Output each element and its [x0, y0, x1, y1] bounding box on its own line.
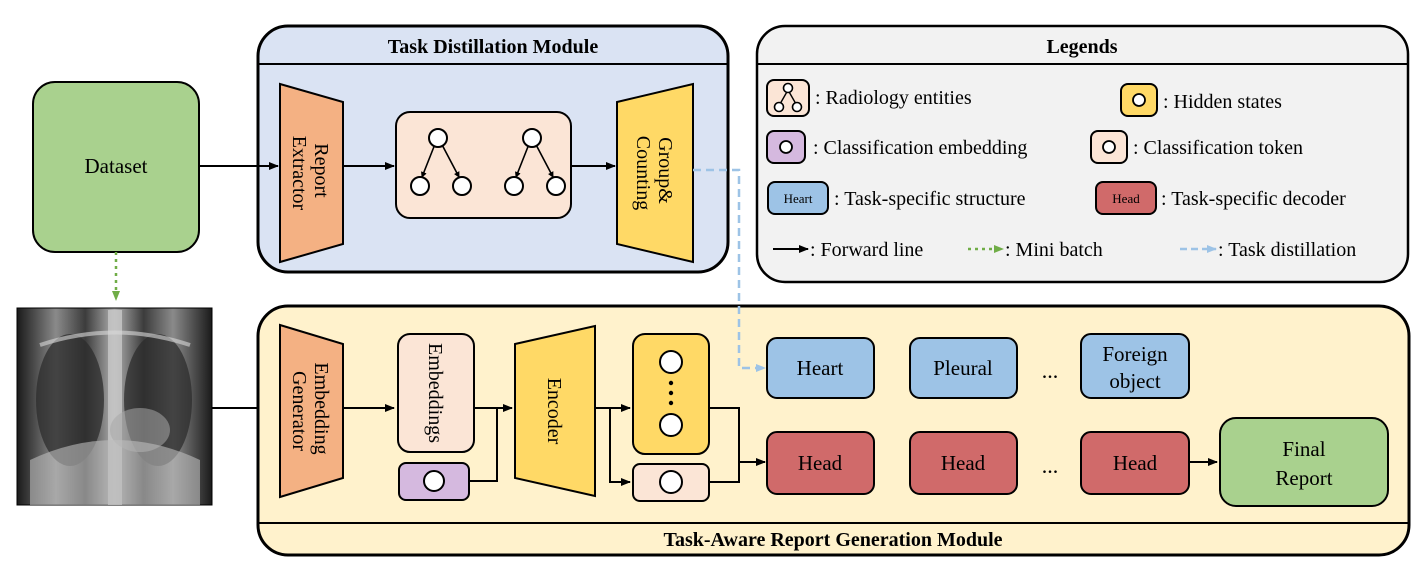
task-distillation-module: Task Distillation Module Report Extracto… [256, 24, 730, 274]
task-distillation-line [693, 168, 766, 372]
structure-pleural-label: Pleural [933, 356, 993, 380]
structure-foreign-object-line2: object [1109, 369, 1160, 393]
task-head-3: Head [1080, 431, 1190, 495]
embeddings-label: Embeddings [424, 343, 446, 443]
circle-token-icon [659, 470, 683, 494]
legend-cls-embedding-label: : Classification embedding [813, 137, 1027, 159]
head-ellipsis: ... [1042, 453, 1059, 478]
legend-distill-label: : Task distillation [1218, 239, 1356, 261]
legend-cls-token-label: : Classification token [1133, 137, 1303, 159]
task-head-1-label: Head [798, 451, 843, 475]
embedding-generator-line2: Generator [288, 371, 310, 451]
structure-foreign-object: Foreign object [1080, 333, 1190, 399]
report-extractor: Report Extractor [279, 82, 344, 264]
legend-hidden-icon [1120, 83, 1158, 117]
embedding-generator-line1: Embedding [310, 362, 332, 454]
radiology-entities-box [395, 111, 572, 219]
embeddings-box: Embeddings [397, 333, 475, 453]
final-report-line1: Final [1282, 437, 1325, 461]
legend-structure-label: : Task-specific structure [834, 188, 1026, 210]
legend-structure-icon: Heart [767, 181, 829, 215]
dataset-box: Dataset [32, 81, 200, 253]
task-head-3-label: Head [1113, 451, 1158, 475]
tree-icon [504, 128, 566, 196]
task-head-1: Head [766, 431, 875, 495]
svg-text:Report Extractor: Report Extractor [288, 136, 332, 211]
structure-heart: Heart [766, 337, 875, 399]
structure-pleural: Pleural [909, 337, 1018, 399]
group-counting-line2: Counting [632, 136, 654, 210]
legend-structure-icon-label: Heart [784, 191, 813, 206]
task-head-2: Head [909, 431, 1018, 495]
encoder: Encoder [514, 324, 596, 498]
distillation-module-title: Task Distillation Module [388, 36, 599, 58]
report-extractor-line2: Extractor [288, 136, 310, 211]
hidden-states-box [632, 333, 710, 455]
legend-hidden-label: : Hidden states [1163, 91, 1282, 113]
xray-image [16, 307, 213, 506]
tree-icon [410, 128, 472, 196]
structure-heart-label: Heart [797, 356, 844, 380]
report-extractor-line1: Report [310, 143, 332, 198]
legend-mini-batch-label: : Mini batch [1005, 239, 1103, 261]
final-report-box: Final Report [1219, 417, 1389, 507]
group-counting: Group& Counting [616, 82, 694, 264]
embedding-generator: Embedding Generator [279, 323, 344, 499]
legend-forward-label: : Forward line [810, 239, 923, 261]
legend-decoder-icon: Head [1095, 181, 1157, 215]
legends-panel: Legends : Radiology entities : Hidden st… [755, 24, 1410, 284]
structure-ellipsis: ... [1042, 358, 1059, 383]
dataset-label: Dataset [85, 154, 148, 178]
final-report-line2: Report [1275, 466, 1332, 490]
classification-embedding [398, 462, 470, 501]
classification-token [632, 463, 710, 502]
encoder-label: Encoder [543, 378, 565, 445]
report-generation-module: Task-Aware Report Generation Module Embe… [256, 304, 1411, 557]
svg-text:Embedding Generator: Embedding Generator [288, 362, 332, 459]
task-head-2-label: Head [941, 451, 986, 475]
legend-cls-embedding-icon [766, 130, 806, 164]
legend-entities-icon [766, 79, 810, 117]
legend-cls-token-icon [1090, 130, 1128, 164]
circle-token-icon [423, 470, 445, 492]
structure-foreign-object-line1: Foreign [1102, 342, 1168, 366]
group-counting-line1: Group& [654, 137, 676, 204]
legends-title: Legends [1046, 36, 1117, 58]
legend-decoder-label: : Task-specific decoder [1161, 188, 1346, 210]
legend-decoder-icon-label: Head [1112, 191, 1140, 206]
svg-text:Group& Counting: Group& Counting [632, 136, 676, 210]
generation-module-title: Task-Aware Report Generation Module [663, 529, 1002, 551]
legend-entities-label: : Radiology entities [815, 87, 972, 109]
